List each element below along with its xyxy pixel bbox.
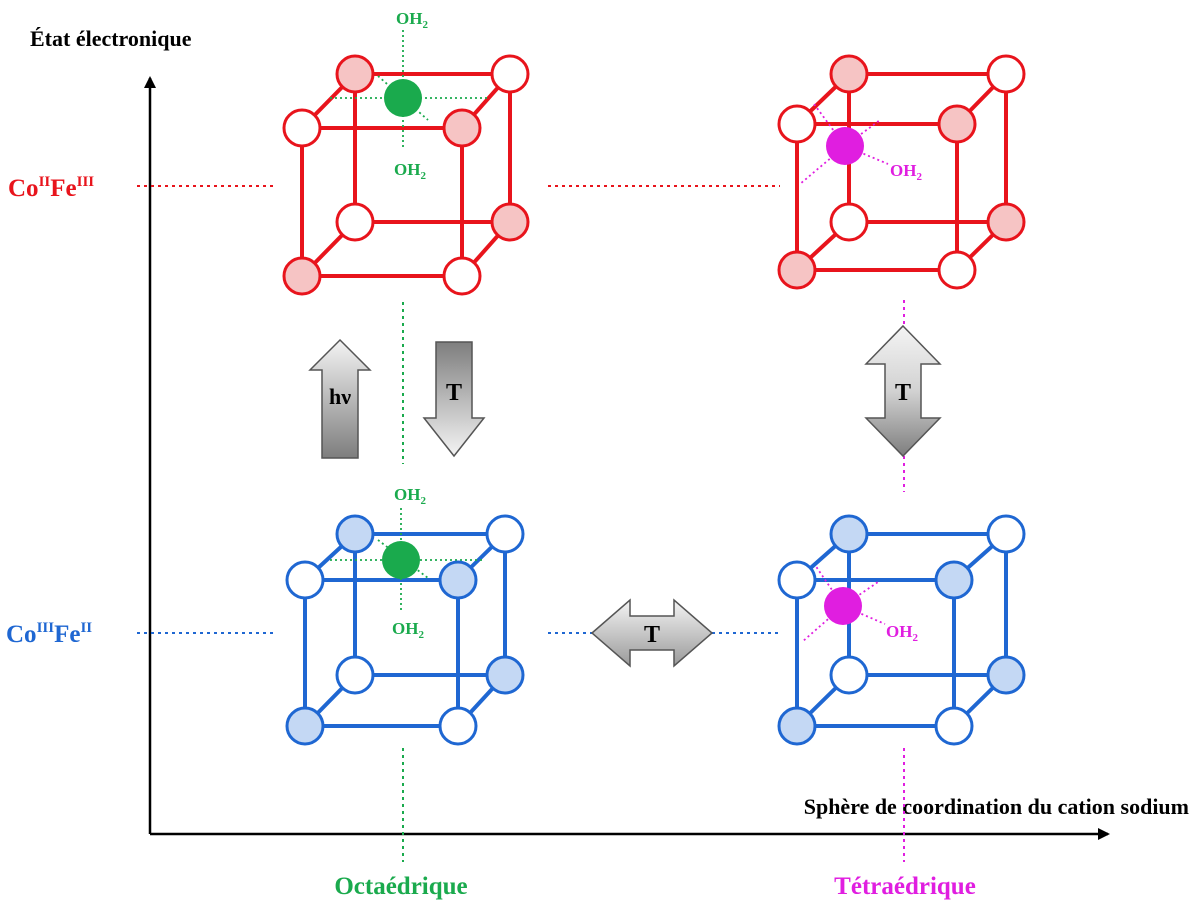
arrow-thermal-label: T xyxy=(446,380,462,406)
co-site xyxy=(490,54,530,94)
y-axis-label: État électronique xyxy=(30,26,192,51)
co-site xyxy=(282,108,322,148)
co-site xyxy=(937,250,977,290)
cube-high-octa: OH2 OH2 xyxy=(282,9,530,296)
fe-site xyxy=(986,202,1026,242)
sodium-cation xyxy=(384,79,422,117)
fe-site xyxy=(937,104,977,144)
arrow-photo-label: hν xyxy=(329,384,351,409)
co-site xyxy=(777,104,817,144)
fe-site xyxy=(986,655,1026,695)
arrow-thermal-label: T xyxy=(644,622,660,648)
arrow-photo-up: hν xyxy=(308,338,372,459)
state-label-high: CoIIFeIII xyxy=(8,174,94,202)
sodium-cation xyxy=(382,541,420,579)
co-site xyxy=(986,54,1026,94)
state-label-low: CoIIIFeII xyxy=(6,620,92,648)
co-site xyxy=(438,706,478,746)
arrow-thermal-down: T xyxy=(422,341,486,458)
fe-site xyxy=(490,202,530,242)
arrow-thermal-label: T xyxy=(895,380,911,406)
cube-low-octa: OH2 OH2 xyxy=(285,485,525,746)
level-lines xyxy=(137,185,780,634)
co-site xyxy=(934,706,974,746)
fe-site xyxy=(829,514,869,554)
ligand-label: OH2 xyxy=(890,161,922,183)
sodium-cation xyxy=(826,127,864,165)
fe-site xyxy=(829,54,869,94)
fe-site xyxy=(438,560,478,600)
axes xyxy=(144,76,1110,840)
co-site xyxy=(485,514,525,554)
co-site xyxy=(777,560,817,600)
fe-site xyxy=(777,706,817,746)
co-site xyxy=(829,655,869,695)
fe-site xyxy=(934,560,974,600)
fe-site xyxy=(282,256,322,296)
ligand-label: OH2 xyxy=(396,9,428,31)
co-site xyxy=(335,202,375,242)
co-site xyxy=(829,202,869,242)
co-site xyxy=(986,514,1026,554)
ligand-label: OH2 xyxy=(394,160,426,182)
ligand-label: OH2 xyxy=(392,619,424,641)
co-site xyxy=(442,256,482,296)
site-label-tetra: Tétraédrique xyxy=(834,873,976,900)
ligand-label: OH2 xyxy=(886,622,918,644)
fe-site xyxy=(485,655,525,695)
ligand-label: OH2 xyxy=(394,485,426,507)
fe-site xyxy=(335,54,375,94)
fe-site xyxy=(777,250,817,290)
x-axis-label: Sphère de coordination du cation sodium xyxy=(804,794,1189,819)
co-site xyxy=(285,560,325,600)
fe-site xyxy=(285,706,325,746)
site-lines xyxy=(402,300,905,862)
fe-site xyxy=(335,514,375,554)
site-label-octa: Octaédrique xyxy=(334,873,467,900)
cube-low-tetra: OH2 xyxy=(777,514,1026,746)
fe-site xyxy=(442,108,482,148)
arrow-thermal-vertical: T xyxy=(864,324,942,458)
co-site xyxy=(335,655,375,695)
sodium-cation xyxy=(824,587,862,625)
cube-high-tetra: OH2 xyxy=(777,54,1026,290)
arrow-thermal-horizontal: T xyxy=(590,598,714,668)
